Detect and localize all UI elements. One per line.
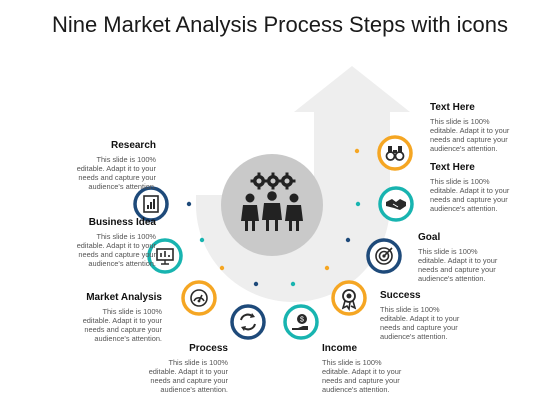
connector-dot [199,237,205,243]
step-body-line: editable. Adapt it to your [82,315,162,325]
step-body-line: editable. Adapt it to your [76,240,156,250]
chart-report-icon [143,195,159,213]
step-node-5: $ [283,281,319,340]
svg-text:$: $ [300,317,304,324]
page-title: Nine Market Analysis Process Steps with … [51,12,509,37]
step-body-line: editable. Adapt it to your [380,313,460,323]
step-heading: Success [380,290,421,301]
step-body-line: audience's attention. [430,144,498,154]
connector-dot [324,265,330,271]
step-node-4 [230,281,266,340]
step-body-line: audience's attention. [94,334,162,344]
presentation-board-icon [156,248,174,265]
step-node-7 [345,237,402,274]
connector-dot [345,237,351,243]
business-team-gears-icon [241,172,303,231]
money-hand-icon: $ [292,314,308,330]
step-heading: Text Here [430,102,475,113]
connector-dot [253,281,259,287]
connector-dot [355,201,361,207]
step-body-line: This slide is 100% [418,246,478,256]
step-body-line: audience's attention. [322,385,390,395]
step-body-line: audience's attention. [380,332,448,342]
step-body-line: audience's attention. [160,385,228,395]
step-body-line: editable. Adapt it to your [76,163,156,173]
step-heading: Goal [418,232,441,243]
step-heading: Income [322,343,358,354]
step-body-line: needs and capture your [322,376,400,385]
connector-dot [290,281,296,287]
step-body-line: editable. Adapt it to your [418,255,498,265]
connector-dot [354,148,360,154]
step-body-line: This slide is 100% [322,357,382,367]
step-node-3 [181,265,225,316]
step-node-8 [355,186,414,222]
step-node-1 [133,186,192,222]
step-ring [230,304,266,340]
connector-dot [219,265,225,271]
step-body-line: This slide is 100% [430,116,490,126]
step-body-line: This slide is 100% [96,154,156,164]
step-body-line: audience's attention. [88,182,156,192]
step-heading: Process [189,343,228,354]
step-body-line: needs and capture your [380,323,458,332]
step-body-line: This slide is 100% [96,231,156,241]
step-body-line: This slide is 100% [102,306,162,316]
step-body-line: needs and capture your [78,173,156,182]
award-ribbon-icon [341,289,357,312]
step-body-line: needs and capture your [150,376,228,385]
step-body-line: needs and capture your [418,265,496,274]
step-body-line: needs and capture your [430,195,508,204]
step-body-line: audience's attention. [430,204,498,214]
step-body-line: needs and capture your [84,325,162,334]
step-heading: Research [110,140,156,151]
step-node-9 [354,135,413,171]
step-body-line: needs and capture your [430,135,508,144]
connector-dot [186,201,192,207]
step-body-line: audience's attention. [88,259,156,269]
binoculars-icon [385,146,405,161]
step-node-2 [147,237,205,274]
step-heading: Market Analysis [86,292,162,303]
dashboard-gauge-icon [190,289,208,307]
handshake-icon [386,199,406,210]
step-heading: Text Here [430,162,475,173]
target-icon [375,247,393,265]
step-body-line: editable. Adapt it to your [322,366,402,376]
step-body-line: This slide is 100% [380,304,440,314]
step-heading: Business Idea [88,217,156,228]
step-body-line: This slide is 100% [430,176,490,186]
hub [221,154,323,256]
step-body-line: editable. Adapt it to your [148,366,228,376]
step-body-line: needs and capture your [78,250,156,259]
step-body-line: editable. Adapt it to your [430,125,510,135]
step-body-line: audience's attention. [418,274,486,284]
cycle-arrows-icon [240,313,256,331]
step-body-line: This slide is 100% [168,357,228,367]
step-node-6 [324,265,367,316]
step-body-line: editable. Adapt it to your [430,185,510,195]
